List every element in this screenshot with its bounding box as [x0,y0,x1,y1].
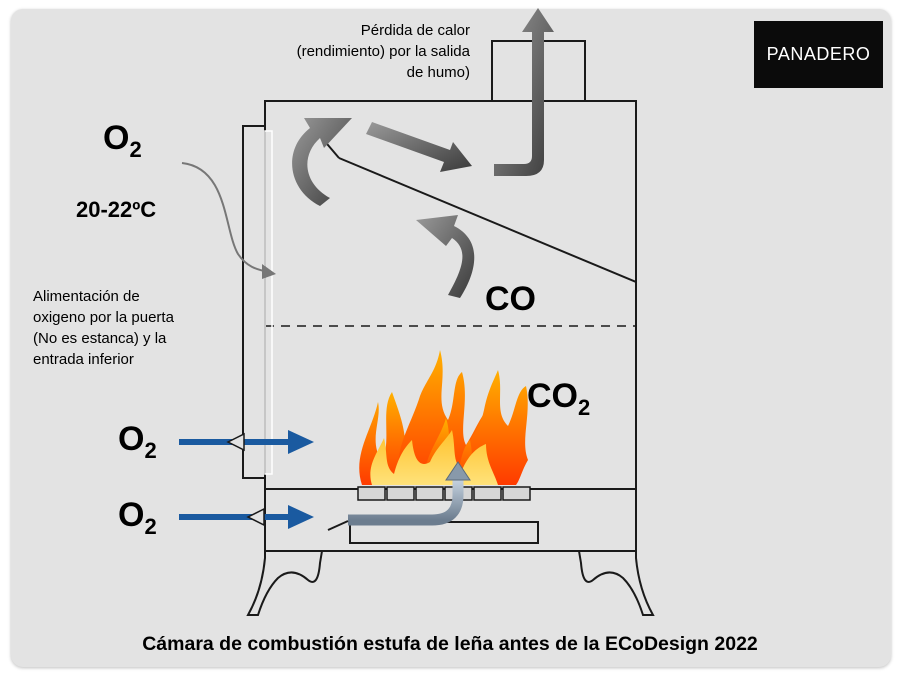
right-leg [578,550,655,616]
o2-lower-label: O2 [118,496,157,540]
o2-lower-sub: 2 [144,514,157,539]
o2-lower-base: O [118,496,145,534]
lower-o2-arrow-head [288,505,314,529]
o2-door-base: O [118,420,145,458]
co-label: CO [485,280,536,318]
primary-air-flow-arrowhead [445,461,471,481]
o2-top-base: O [103,119,130,157]
heat-loss-line-3: de humo) [406,64,470,81]
door-air-pointer-head [262,264,276,279]
brand-logo: PANADERO [754,21,883,88]
door-air-pointer [181,162,271,273]
flue-gas-arrows [292,8,554,298]
primary-air-flow-arrow [348,478,464,526]
heat-loss-line-1: Pérdida de calor [360,22,470,39]
upper-flow-arrow [366,122,472,172]
left-leg [246,550,323,616]
air-supply-line-3: (No es estanca) y la [33,330,167,347]
o2-inlet-arrows [179,430,314,529]
primary-air-flow-pointer [327,520,349,531]
air-supply-line-1: Alimentación de [33,288,140,305]
co-rising-arrow [416,215,475,298]
door-seal-gap [264,130,273,475]
lower-inlet-notch [246,507,265,527]
door-inlet-notch [226,432,245,452]
fire-flames [359,350,528,485]
heat-loss-note: Pérdida de calor (rendimiento) por la sa… [258,20,470,83]
diagram-background [11,9,891,667]
o2-top-label: O2 [103,119,142,163]
baffle-plate [338,157,637,283]
air-supply-line-2: oxigeno por la puerta [33,309,174,326]
o2-door-label: O2 [118,420,157,464]
chimney-exit-arrow [494,8,554,176]
temperature-label: 20-22ºC [76,197,157,222]
diagram-caption: Cámara de combustión estufa de leña ante… [142,633,758,655]
stove-legs [246,550,655,616]
air-supply-note: Alimentación de oxigeno por la puerta (N… [33,286,174,370]
co2-base: CO [527,377,578,415]
o2-top-sub: 2 [129,137,142,162]
air-supply-line-4: entrada inferior [33,351,134,368]
recirculation-arrow [292,118,352,206]
door-o2-arrow-head [288,430,314,454]
heat-loss-line-2: (rendimiento) por la salida [296,43,470,60]
brand-logo-text: PANADERO [766,44,871,64]
stove-door [242,125,266,479]
o2-door-sub: 2 [144,438,157,463]
co2-sub: 2 [578,395,591,420]
co2-label: CO2 [527,377,590,421]
flame-inner [370,430,498,485]
